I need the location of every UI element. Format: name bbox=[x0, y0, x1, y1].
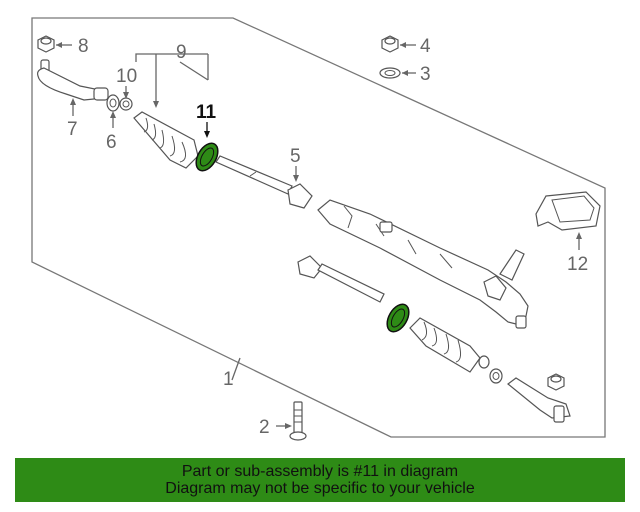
callout-7: 7 bbox=[67, 119, 78, 140]
clamp-ring-part-11-lower[interactable] bbox=[383, 301, 414, 336]
ball-joint-part-5[interactable] bbox=[287, 166, 313, 209]
inner-tie-rod-upper bbox=[215, 155, 293, 195]
tie-rod-end-right bbox=[507, 377, 571, 423]
banner-line-1: Part or sub-assembly is #11 in diagram bbox=[181, 463, 459, 480]
jam-nut-part-6[interactable] bbox=[106, 94, 120, 128]
callout-4: 4 bbox=[420, 36, 431, 57]
callout-8: 8 bbox=[78, 36, 89, 57]
callout-3: 3 bbox=[420, 64, 431, 85]
callout-5: 5 bbox=[290, 146, 301, 167]
boot-part-9-left[interactable] bbox=[133, 111, 199, 169]
inner-tie-rod-lower bbox=[297, 255, 385, 303]
pinion-cover-part-12[interactable] bbox=[535, 191, 601, 250]
nut-right bbox=[547, 373, 565, 391]
callout-10: 10 bbox=[116, 66, 137, 87]
callout-1: 1 bbox=[223, 369, 234, 390]
nut-part-4[interactable] bbox=[381, 35, 416, 53]
nut-part-8[interactable] bbox=[37, 35, 72, 53]
callout-6: 6 bbox=[106, 132, 117, 153]
clamp-part-10[interactable] bbox=[119, 86, 133, 111]
callout-11: 11 bbox=[196, 102, 217, 123]
callout-12: 12 bbox=[567, 254, 588, 275]
info-banner: Part or sub-assembly is #11 in diagram D… bbox=[15, 458, 625, 502]
banner-line-2: Diagram may not be specific to your vehi… bbox=[165, 480, 475, 497]
callout-2: 2 bbox=[259, 417, 270, 438]
diagram-frame bbox=[31, 17, 606, 438]
clamp-ring-part-11-upper[interactable] bbox=[192, 122, 223, 174]
tie-rod-end-part-7[interactable] bbox=[37, 59, 109, 116]
rack-housing-part-1[interactable] bbox=[231, 199, 529, 381]
callout-9: 9 bbox=[176, 42, 187, 63]
washer-part-3[interactable] bbox=[379, 67, 416, 79]
parts-diagram: 1 2 3 4 5 6 7 8 9 10 11 12 bbox=[31, 17, 606, 441]
callout-9-bracket bbox=[135, 53, 209, 108]
lower-jam-nut bbox=[478, 355, 503, 384]
bolt-part-2[interactable] bbox=[276, 401, 307, 441]
